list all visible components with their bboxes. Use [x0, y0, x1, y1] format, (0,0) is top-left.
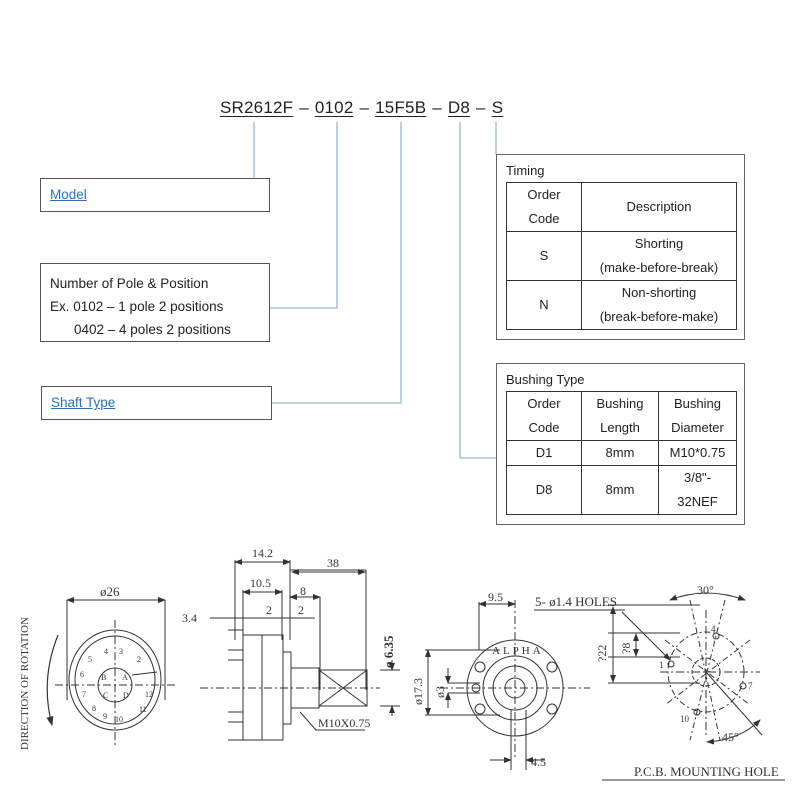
terminal-label: 5 — [88, 655, 92, 664]
header-description: Description — [581, 182, 737, 232]
terminal-label: 2 — [137, 655, 141, 664]
code-separator: – — [299, 98, 309, 117]
connector-bushing — [459, 122, 496, 459]
pole-label: A — [122, 673, 128, 682]
code-separator: – — [359, 98, 370, 117]
hole-label: 4 — [711, 624, 716, 634]
bushing-title: Bushing Type — [506, 372, 585, 387]
technical-drawing: DIRECTION OF ROTATION ø26 4 3 5 2 6 7 8 … — [19, 546, 785, 781]
dim-2a: 2 — [266, 603, 272, 617]
cell-code: D1 — [506, 440, 582, 466]
cell-description: Shorting(make-before-break) — [581, 231, 737, 281]
dim-8: 8 — [300, 584, 306, 598]
shaft-diameter-label: ø 6.35 — [381, 635, 396, 668]
table-row: N Non-shorting(break-before-make) — [506, 280, 737, 330]
terminal-label: 8 — [92, 704, 96, 713]
dim-38: 38 — [327, 556, 339, 570]
terminal-label: 7 — [82, 690, 86, 699]
connector-lines — [253, 122, 497, 459]
connector-shaft — [272, 122, 402, 404]
pole-labels: A B C D — [101, 673, 129, 700]
hole-label: 7 — [748, 681, 753, 691]
code-pole-position: 0102 — [314, 98, 354, 117]
terminal-label: 3 — [119, 647, 123, 656]
pole-label: C — [103, 691, 108, 700]
code-separator: – — [476, 98, 486, 117]
table-row: D8 8mm 3/8"-32NEF — [506, 465, 737, 515]
code-shaft-type: 15F5B — [375, 98, 427, 117]
dim-3-4: 3.4 — [182, 611, 197, 625]
code-model: SR2612F — [220, 98, 294, 117]
pcb-view — [602, 592, 785, 781]
pole-label: D — [123, 691, 129, 700]
cell-code: S — [506, 231, 582, 281]
cell-length: 8mm — [581, 440, 659, 466]
dim-9-5: 9.5 — [488, 590, 503, 604]
pole-position-title: Number of Pole & Position — [50, 276, 209, 291]
cell-length: 8mm — [581, 465, 659, 515]
hole-label: 10 — [680, 714, 690, 724]
code-timing: S — [491, 98, 504, 117]
thread-label: M10X0.75 — [318, 716, 370, 730]
cell-diameter: M10*0.75 — [658, 440, 737, 466]
terminal-label: 6 — [80, 670, 84, 679]
dim-22: ?22 — [595, 645, 609, 662]
pole-label: B — [101, 673, 106, 682]
connector-pole — [270, 122, 338, 309]
hole-label: 1 — [659, 660, 664, 670]
code-bushing: D8 — [447, 98, 471, 117]
pole-position-example-1: Ex. 0102 – 1 pole 2 positions — [50, 299, 224, 314]
angle-45: 45° — [722, 730, 739, 744]
dim-14-2: 14.2 — [252, 546, 273, 560]
dim-2b: 2 — [298, 603, 304, 617]
dim-8-pcb: ?8 — [619, 643, 633, 654]
side-view — [200, 559, 400, 741]
model-box: Model — [40, 178, 270, 212]
table-row: S Shorting(make-before-break) — [506, 231, 737, 281]
holes-note: 5- ø1.4 HOLES — [535, 594, 617, 609]
terminal-label: 4 — [104, 647, 108, 656]
cell-description: Non-shorting(break-before-make) — [581, 280, 737, 330]
cell-code: D8 — [506, 465, 582, 515]
rotation-arrow — [46, 634, 59, 727]
terminal-label: 10 — [115, 715, 123, 724]
timing-title: Timing — [506, 163, 545, 178]
terminal-label: 12 — [145, 690, 153, 699]
front-diameter-label: ø26 — [100, 584, 120, 599]
dim-3: ø3 — [433, 686, 447, 698]
terminal-label: 9 — [103, 712, 107, 721]
front-view — [55, 597, 175, 745]
dim-10-5: 10.5 — [250, 576, 271, 590]
cell-diameter: 3/8"-32NEF — [658, 465, 737, 515]
terminal-label: 11 — [139, 705, 147, 714]
cell-code: N — [506, 280, 582, 330]
angle-30: 30° — [697, 583, 714, 597]
code-separator: – — [432, 98, 442, 117]
shaft-type-box: Shaft Type — [41, 386, 272, 420]
pole-position-box: Number of Pole & Position Ex. 0102 – 1 p… — [40, 263, 270, 342]
part-code: SR2612F–0102–15F5B–D8–S — [220, 98, 503, 118]
pole-position-example-2: 0402 – 4 poles 2 positions — [74, 322, 231, 337]
terminal-numbers: 4 3 5 2 6 7 8 9 10 11 12 — [80, 647, 153, 724]
model-link[interactable]: Model — [50, 187, 87, 202]
pcb-caption: P.C.B. MOUNTING HOLE — [634, 764, 779, 779]
rear-view — [425, 600, 671, 770]
table-row: D1 8mm M10*0.75 — [506, 440, 737, 466]
rotation-label: DIRECTION OF ROTATION — [19, 617, 31, 750]
dim-17-3: ø17.3 — [411, 678, 425, 705]
shaft-type-link[interactable]: Shaft Type — [51, 395, 116, 410]
dim-4-5: 4.5 — [531, 755, 546, 769]
brand-label: ALPHA — [492, 645, 544, 657]
